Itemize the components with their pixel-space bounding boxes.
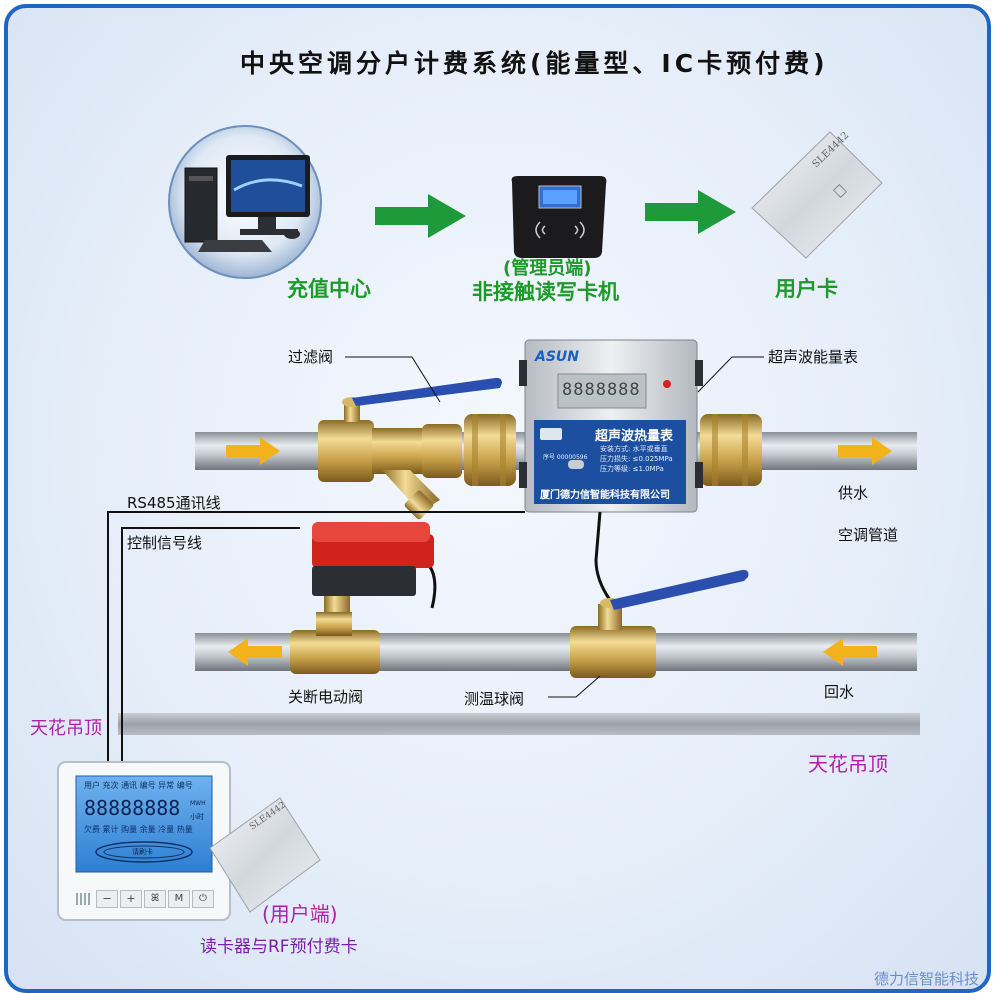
fan-button[interactable]: ꕤ: [144, 890, 166, 908]
control-line-label: 控制信号线: [127, 534, 203, 552]
thermo-button-row: − + ꕤ M ⏻: [76, 890, 216, 908]
meter-spec-2: 压力损失: ≤0.025MPa: [600, 455, 673, 463]
meter-coupler-left: [464, 414, 516, 486]
return-out-arrow-icon: [228, 638, 282, 666]
user-end-label: (用户端): [262, 902, 338, 926]
admin-end-label: (管理员端): [503, 258, 592, 279]
watermark: 德力信智能科技: [874, 970, 980, 988]
meter-brand: ASUN: [535, 349, 580, 365]
thermo-unit-2: 小时: [190, 813, 204, 821]
reader-desc-label: 读卡器与RF预付费卡: [200, 937, 358, 957]
page-title: 中央空调分户计费系统(能量型、IC卡预付费): [240, 49, 829, 78]
meter-spec-1: 安装方式: 水平或垂直: [600, 445, 668, 453]
recharge-center-label: 充值中心: [287, 277, 371, 301]
meter-panel-title: 超声波热量表: [595, 429, 674, 444]
filter-valve-label: 过滤阀: [288, 348, 334, 366]
control-signal-line: [121, 527, 300, 762]
supply-out-arrow-icon: [838, 437, 892, 465]
rs485-line: [107, 511, 525, 762]
meter-signal-cable: [594, 511, 612, 601]
supply-water-label: 供水: [838, 484, 869, 502]
meter-coupler-right: [700, 414, 762, 486]
thermostat-reader: [57, 761, 231, 921]
power-button[interactable]: ⏻: [192, 890, 214, 908]
shutoff-valve-label: 关断电动阀: [288, 688, 364, 706]
meter-digits: 8888888: [562, 380, 641, 400]
rs485-label: RS485通讯线: [127, 494, 221, 512]
filter-leader: [345, 356, 441, 403]
meter-serial: 序号 00000596: [543, 454, 588, 461]
temp-ball-valve-icon: [570, 569, 749, 678]
temp-valve-label: 测温球阀: [464, 690, 525, 708]
supply-in-arrow-icon: [226, 437, 280, 465]
minus-button[interactable]: −: [96, 890, 118, 908]
flow-arrow-1-icon: [375, 194, 466, 238]
meter-label: 超声波能量表: [768, 348, 859, 366]
thermo-top-labels: 用户 充次 通讯 编号 异常 编号: [84, 781, 193, 790]
meter-company: 厦门德力信智能科技有限公司: [540, 490, 670, 501]
ceiling-label-left: 天花吊顶: [30, 718, 102, 739]
return-water-label: 回水: [824, 683, 855, 701]
computer-icon: [168, 125, 322, 279]
plus-button[interactable]: +: [120, 890, 142, 908]
user-card-icon: SLE4442: [751, 130, 883, 259]
meter-leader: [697, 356, 764, 393]
ceiling-slab: [118, 713, 920, 735]
thermo-digits: 88888888: [84, 796, 181, 820]
mode-button[interactable]: M: [168, 890, 190, 908]
shutoff-valve-icon: [290, 522, 437, 674]
return-in-arrow-icon: [823, 638, 877, 666]
ceiling-label-right: 天花吊顶: [808, 752, 888, 776]
thermo-swipe-text: 请刷卡: [132, 848, 153, 856]
ac-pipe-label: 空调管道: [838, 526, 899, 544]
thermo-keypad-icon: [76, 893, 90, 905]
flow-arrow-2-icon: [645, 190, 736, 234]
ultrasonic-meter: [519, 339, 703, 513]
card-machine-label: 非接触读写卡机: [472, 280, 619, 304]
ball-valve-leader: [548, 675, 601, 698]
user-card-label: 用户卡: [775, 277, 838, 301]
card-reader-machine-icon: [511, 176, 607, 258]
thermo-unit-1: MWH: [190, 800, 206, 807]
meter-spec-3: 压力等级: ≤1.0MPa: [600, 465, 664, 473]
thermo-bottom-labels: 欠费 累计 购量 余量 冷量 热量: [84, 825, 193, 834]
